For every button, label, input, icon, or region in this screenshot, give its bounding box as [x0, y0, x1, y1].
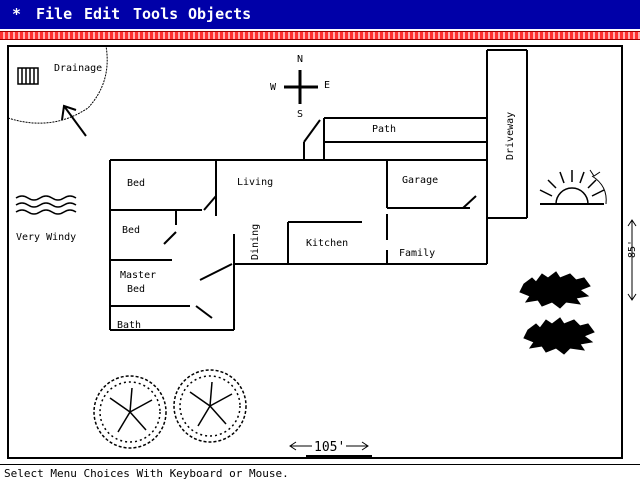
drainage-grate-icon	[17, 67, 39, 85]
room-garage: Garage	[402, 175, 438, 186]
very-windy-label: Very Windy	[16, 232, 76, 243]
depth-dimension-label: 85'	[627, 240, 638, 258]
drawing-canvas[interactable]: Drainage N S E W Driveway Path	[0, 44, 640, 464]
house-floor-plan	[109, 159, 488, 331]
status-bar: Select Menu Choices With Keyboard or Mou…	[0, 464, 640, 480]
width-dimension	[289, 441, 372, 457]
menu-edit[interactable]: Edit	[84, 5, 121, 23]
drainage-label: Drainage	[54, 63, 102, 74]
lot-boundary	[7, 45, 623, 459]
sun-icon	[539, 169, 607, 205]
wind-icon	[15, 195, 77, 215]
drainage-boundary	[7, 45, 108, 124]
compass-north-label: N	[297, 54, 303, 65]
menu-bar: * File Edit Tools Objects	[0, 0, 640, 29]
tree-icon	[93, 375, 167, 449]
room-dining: Dining	[250, 224, 261, 260]
room-bed-1: Bed	[127, 178, 145, 189]
room-bath: Bath	[117, 320, 141, 331]
shrub-icon	[523, 317, 595, 355]
width-dimension-label: 105'	[314, 440, 345, 455]
room-bed-2: Bed	[122, 225, 140, 236]
driveway-label: Driveway	[505, 112, 516, 160]
path-label: Path	[372, 124, 396, 135]
shrub-icon	[519, 271, 591, 309]
status-message: Select Menu Choices With Keyboard or Mou…	[4, 467, 289, 480]
room-master-bed-line1: Master	[120, 270, 156, 281]
room-master-bed-line2: Bed	[127, 284, 145, 295]
room-family: Family	[399, 248, 435, 259]
depth-dimension	[627, 219, 637, 301]
compass-west-label: W	[270, 82, 277, 93]
compass-east-label: E	[324, 80, 330, 91]
drainage-arrow-icon	[61, 104, 87, 137]
room-kitchen: Kitchen	[306, 238, 348, 249]
tree-icon	[173, 369, 247, 443]
room-living: Living	[237, 177, 273, 188]
system-menu-icon[interactable]: *	[12, 5, 22, 23]
menu-file[interactable]: File	[36, 5, 73, 23]
menu-tools[interactable]: Tools	[133, 5, 179, 23]
compass-south-label: S	[297, 109, 303, 120]
ruler	[0, 31, 640, 40]
menu-objects[interactable]: Objects	[188, 5, 252, 23]
compass-icon	[284, 70, 318, 104]
